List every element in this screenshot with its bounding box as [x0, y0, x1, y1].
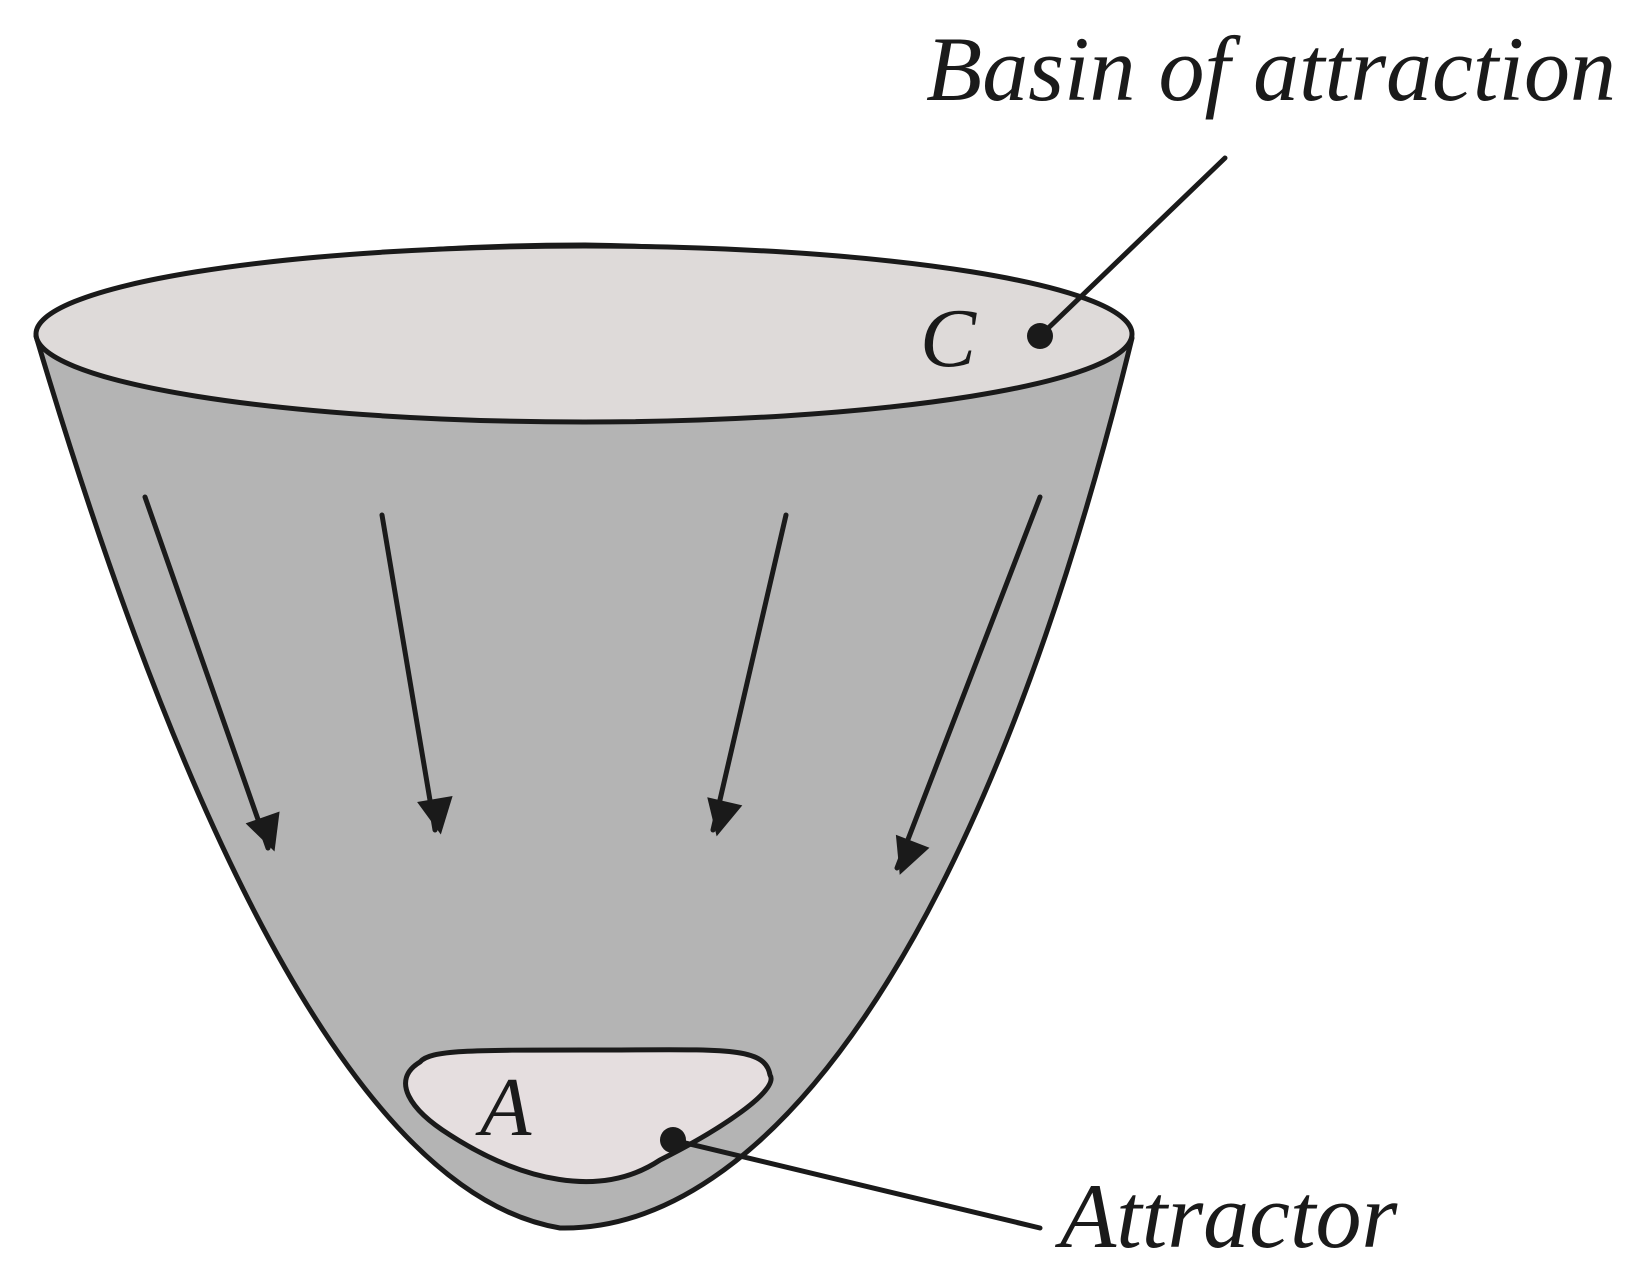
flow-arrow: [379, 512, 453, 835]
flow-arrow: [894, 494, 1043, 875]
bowl-rim: [33, 243, 1135, 425]
flow-arrow: [707, 512, 789, 837]
basin-label: Basin of attraction: [926, 18, 1616, 120]
basin-leader-line: [1037, 155, 1228, 339]
flow-arrows: [142, 494, 1043, 875]
point-a-dot: [660, 1127, 686, 1153]
flow-arrow: [142, 494, 280, 852]
attractor-leader-line: [670, 1137, 1043, 1231]
point-c-dot: [1027, 323, 1053, 349]
point-a-label: A: [475, 1061, 532, 1154]
point-c-label: C: [920, 292, 977, 385]
attractor-label: Attractor: [1054, 1165, 1399, 1261]
